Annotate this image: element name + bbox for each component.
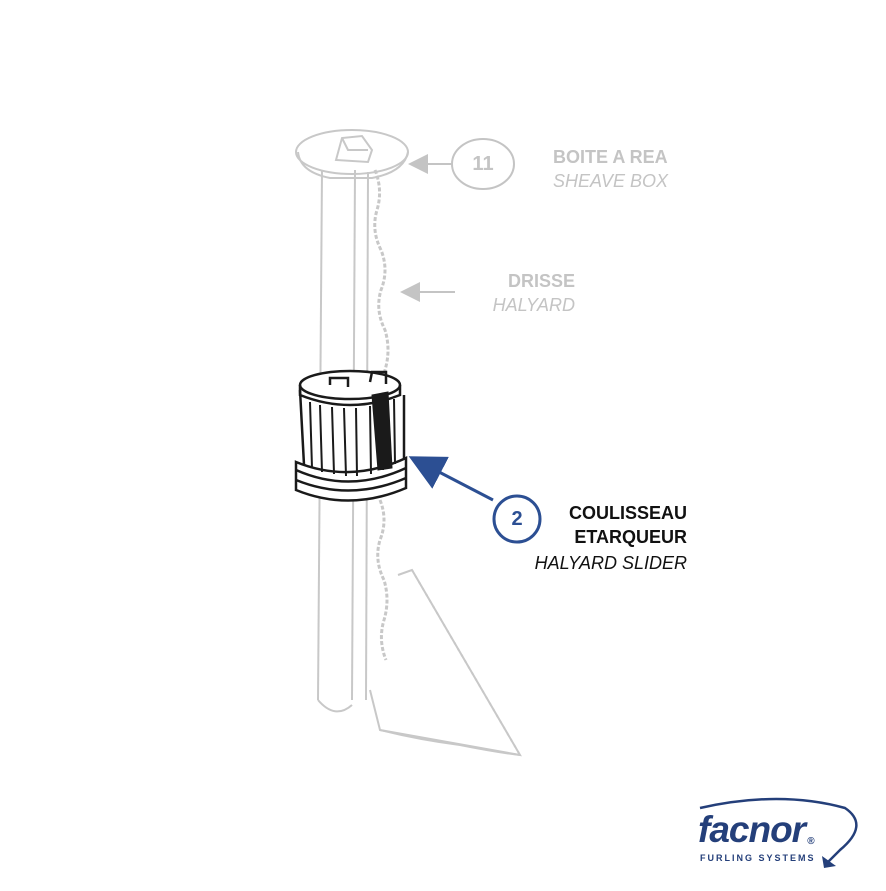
registered-mark: ®: [807, 836, 814, 847]
halyard-slider: [294, 369, 408, 502]
slider-callout-circle: [492, 494, 542, 544]
brand-tagline: FURLING SYSTEMS: [700, 853, 816, 863]
sail: [369, 568, 522, 757]
halyard-label-fr: DRISSE: [507, 271, 575, 291]
halyard-line: [373, 169, 391, 661]
sheave-box-label-en: SHEAVE BOX: [553, 171, 669, 191]
sheave-box-label-fr: BOITE A REA: [553, 147, 668, 167]
halyard-label-en: HALYARD: [492, 295, 575, 315]
slider-label-fr-line1: COULISSEAU: [568, 503, 687, 523]
slider-label-fr-line2: ETARQUEUR: [574, 527, 687, 547]
sheave-box: [295, 129, 409, 179]
slider-label-en: HALYARD SLIDER: [534, 553, 687, 573]
sheave-box-number: 11: [472, 153, 494, 175]
sheave-box-callout-circle: [451, 138, 515, 190]
slider-leader: [408, 456, 494, 502]
slider-number: 2: [511, 508, 523, 530]
brand-name: facnor: [698, 809, 806, 850]
brand-logo: facnor®: [698, 808, 815, 852]
brand-swoosh: [699, 797, 858, 863]
